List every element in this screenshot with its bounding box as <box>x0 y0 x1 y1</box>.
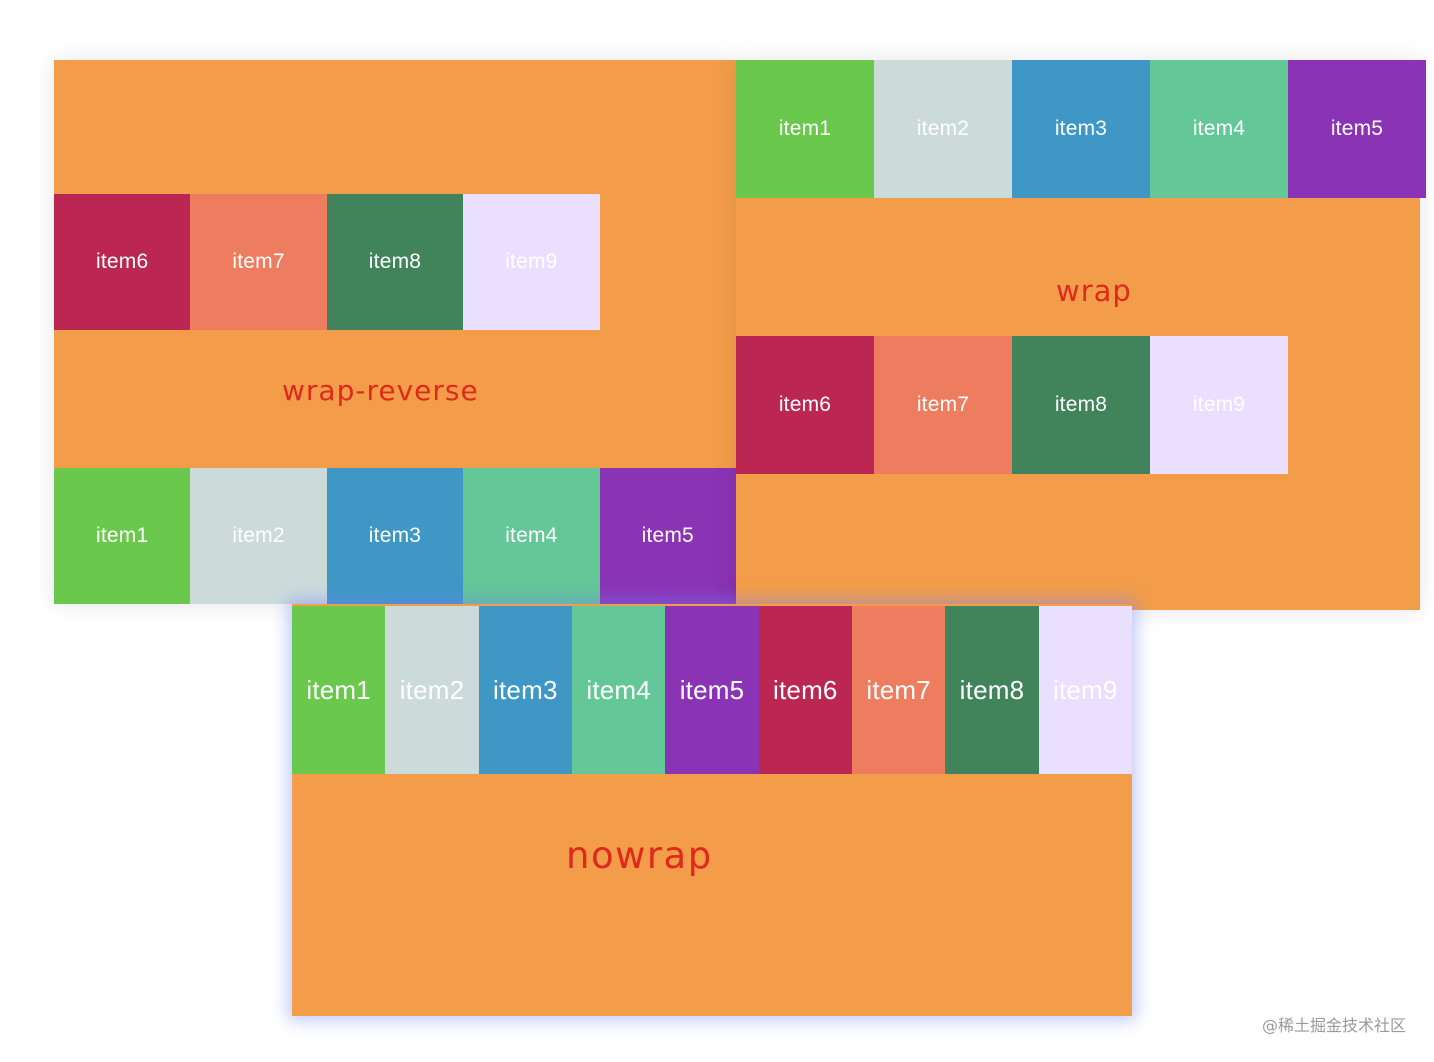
flex-item: item1 <box>54 468 191 604</box>
flex-item: item2 <box>190 468 327 604</box>
flex-item: item4 <box>571 606 666 774</box>
flex-item: item7 <box>851 606 946 774</box>
flex-item: item3 <box>478 606 572 774</box>
flex-item: item4 <box>463 468 600 604</box>
flex-item: item4 <box>1150 60 1288 198</box>
flex-item: item9 <box>1150 336 1288 474</box>
flex-item: item9 <box>463 194 600 330</box>
panel-wrap-reverse: item6 item7 item8 item9 wrap-reverse ite… <box>54 60 736 604</box>
flex-item: item8 <box>945 606 1039 774</box>
flex-item: item3 <box>1012 60 1150 198</box>
flex-item: item3 <box>326 468 464 604</box>
nowrap-row: item1 item2 item3 item4 item5 item6 item… <box>292 606 1132 774</box>
wrap-top-row: item1 item2 item3 item4 item5 <box>736 60 1426 198</box>
flex-item: item7 <box>874 336 1012 474</box>
panel-wrap: item1 item2 item3 item4 item5 wrap item6… <box>736 60 1426 610</box>
panel-label: wrap <box>1056 274 1132 308</box>
flex-item: item1 <box>736 60 874 198</box>
flex-item: item5 <box>599 468 736 604</box>
wrap-reverse-bottom-row: item1 item2 item3 item4 item5 <box>54 468 736 604</box>
panel-label: nowrap <box>566 834 713 877</box>
wrap-bottom-row: item6 item7 item8 item9 <box>736 336 1288 474</box>
watermark: @稀土掘金技术社区 <box>1261 1016 1406 1035</box>
panel-label: wrap-reverse <box>282 374 479 407</box>
flex-item: item2 <box>874 60 1012 198</box>
flex-item: item6 <box>736 336 874 474</box>
flex-item: item6 <box>54 194 191 330</box>
flex-item: item7 <box>190 194 327 330</box>
wrap-reverse-top-row: item6 item7 item8 item9 <box>54 194 600 330</box>
flex-item: item9 <box>1038 606 1132 774</box>
flex-item: item8 <box>1012 336 1150 474</box>
flex-item: item8 <box>326 194 464 330</box>
flex-item: item2 <box>385 606 479 774</box>
flex-item: item5 <box>1288 60 1426 198</box>
panel-nowrap: item1 item2 item3 item4 item5 item6 item… <box>292 604 1132 1016</box>
flex-item: item6 <box>758 606 852 774</box>
flex-item: item1 <box>292 606 386 774</box>
flex-item: item5 <box>665 606 759 774</box>
